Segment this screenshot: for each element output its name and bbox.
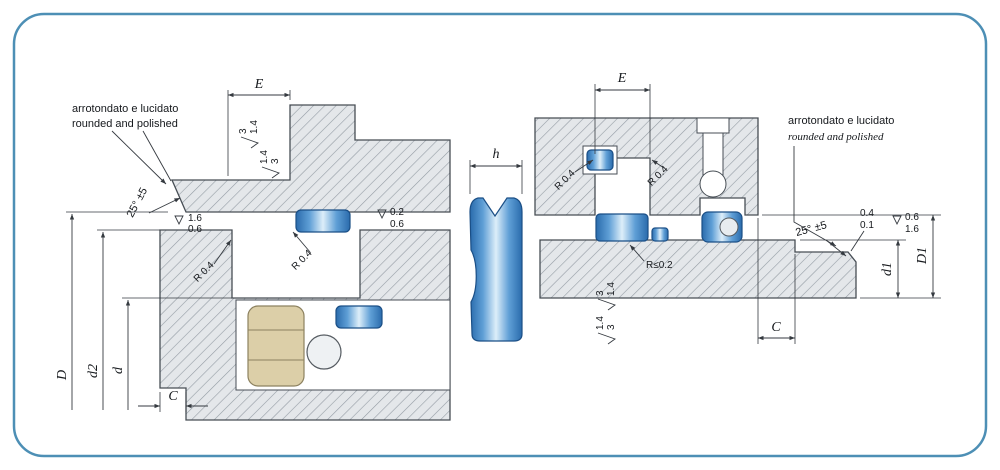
chamfer-value: 0.1: [860, 220, 874, 231]
angle-leader: [825, 239, 847, 257]
right-section-view: E R 0.4 R 0.4 R≤0.2 3 1.4 1.4 3 arrotond…: [534, 71, 941, 345]
roughness-value: 0.6: [905, 212, 919, 223]
roughness-mid-values: 0.2 0.6: [377, 207, 404, 230]
label-h: h: [493, 147, 500, 162]
angle-leader: [148, 197, 181, 214]
left-housing-section: [171, 104, 451, 213]
roughness-value: 1.4: [606, 282, 617, 296]
note-italian: arrotondato e lucidato: [72, 103, 178, 115]
dimension-d: d: [111, 297, 232, 410]
pin-ball-end: [699, 170, 727, 198]
triangle-symbol: [377, 209, 387, 220]
note-leader: [142, 130, 172, 182]
left-section-view: E 3 1.4 1.4 3 arrotondato e lucidato rou…: [55, 77, 451, 421]
roughness-value: 3: [238, 128, 249, 134]
roughness-mark-b: 1.4 3: [595, 316, 617, 345]
radius-leader: [651, 159, 665, 169]
triangle-symbol: [174, 215, 184, 226]
roughness-symbol: [261, 166, 280, 179]
roughness-right-values: 0.6 1.6: [892, 212, 919, 235]
label-d: d: [111, 366, 126, 374]
label-C: C: [771, 320, 781, 335]
label-D: D: [55, 370, 70, 381]
dimension-D: D: [55, 211, 168, 410]
roughness-value: 1.6: [905, 224, 919, 235]
chamfer-values: 0.4 0.1: [850, 208, 874, 252]
label-C: C: [168, 389, 178, 404]
rod-section: [539, 239, 857, 299]
roughness-left-values: 1.6 0.6: [174, 213, 202, 235]
dimension-C-right: C: [757, 218, 796, 344]
chamfer-value: 0.4: [860, 208, 874, 219]
wiper-spring: [719, 217, 739, 237]
radius-leader: [292, 231, 311, 253]
seal-profile: h: [469, 147, 523, 342]
radius-leader: [574, 159, 594, 173]
bearing-nut: [247, 305, 305, 387]
roughness-value: 3: [606, 324, 617, 330]
dimension-d2: d2: [86, 229, 160, 410]
note-leader: [111, 130, 167, 185]
label-D1: D1: [915, 247, 930, 265]
roughness-value: 1.6: [188, 213, 202, 224]
label-radius-small: R≤0.2: [646, 260, 673, 271]
pin-head: [696, 117, 730, 134]
radius-leader: [213, 239, 232, 265]
oring-seal: [586, 149, 614, 171]
label-E: E: [254, 77, 264, 92]
roughness-value: 3: [595, 290, 606, 296]
note-english: rounded and polished: [72, 118, 178, 130]
dimension-E-left: E: [227, 77, 291, 176]
radius-leader: [629, 244, 645, 262]
roughness-value: 1.4: [259, 150, 270, 164]
backup-ring: [651, 227, 669, 242]
roughness-mark-a: 3 1.4: [595, 282, 617, 311]
roughness-value: 0.2: [390, 207, 404, 218]
dimension-h: h: [469, 147, 523, 194]
dimension-E-right: E: [594, 71, 651, 154]
chamfer-leader: [850, 230, 865, 252]
seal-cross-section: [469, 197, 523, 342]
dimension-D1: D1: [762, 214, 941, 298]
note-leader: [793, 146, 837, 247]
roughness-value: 1.4: [595, 316, 606, 330]
dimension-C-left: C: [138, 389, 208, 412]
roughness-value: 3: [270, 158, 281, 164]
secondary-seal: [335, 305, 383, 329]
roughness-symbol: [597, 298, 616, 311]
note-italian: arrotondato e lucidato: [788, 115, 894, 127]
dimension-d1: d1: [800, 239, 941, 299]
roughness-symbol: [597, 332, 616, 345]
right-main-seal: [595, 213, 649, 242]
label-E: E: [617, 71, 627, 86]
roughness-value: 0.6: [390, 219, 404, 230]
triangle-symbol: [892, 215, 902, 226]
label-d1: d1: [880, 262, 895, 276]
roughness-value: 0.6: [188, 224, 202, 235]
roughness-mark-b: 1.4 3: [259, 150, 281, 179]
label-d2: d2: [86, 364, 101, 378]
bearing-ball: [306, 334, 342, 370]
left-main-seal: [295, 209, 351, 233]
roughness-symbol: [240, 136, 259, 149]
roughness-value: 1.4: [249, 120, 260, 134]
note-english: rounded and polished: [788, 131, 884, 143]
roughness-mark-a: 3 1.4: [238, 120, 260, 149]
